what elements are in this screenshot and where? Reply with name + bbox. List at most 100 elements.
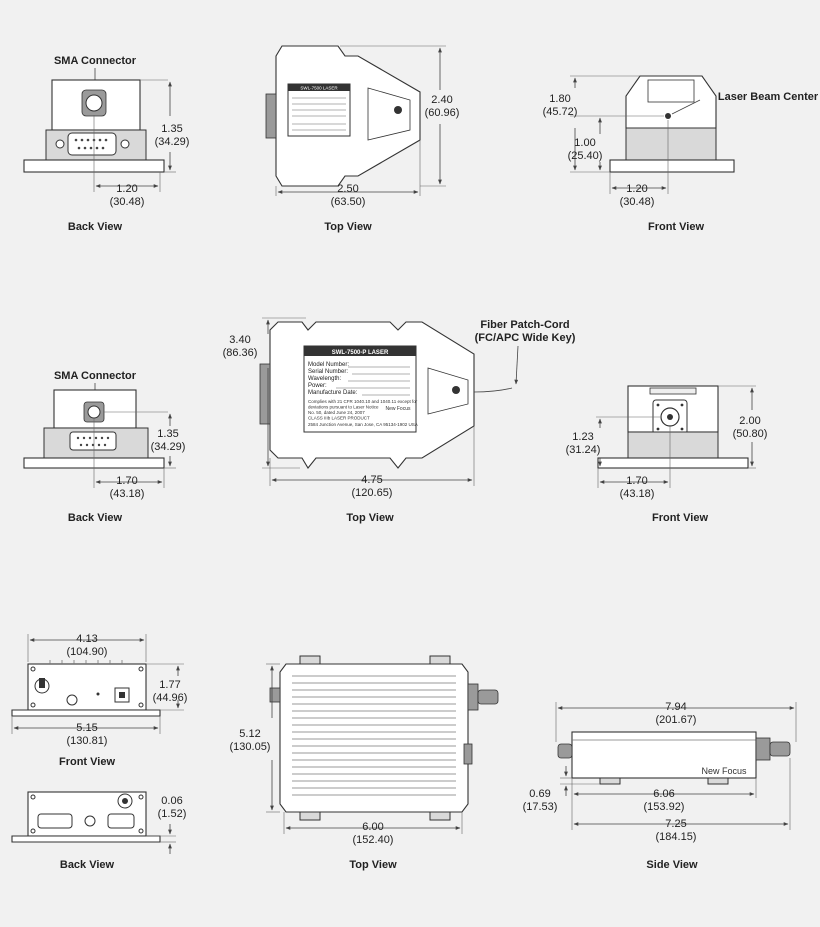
svg-text:0.06: 0.06 bbox=[161, 795, 182, 807]
top-view-1: SWL-7500 LASER 2.40 (60.96) 2.50 (63.50)… bbox=[265, 45, 459, 233]
front-view-2-caption: Front View bbox=[652, 512, 708, 524]
db25-connector-icon bbox=[37, 813, 73, 829]
front2-base-plate bbox=[597, 457, 749, 469]
svg-text:2.00: 2.00 bbox=[739, 415, 760, 427]
svg-text:(43.18): (43.18) bbox=[620, 488, 655, 500]
compliance-line: CLASS IIIb LASER PRODUCT bbox=[308, 416, 370, 421]
svg-text:(104.90): (104.90) bbox=[67, 646, 108, 658]
compliance-line: deviations pursuant to Laser Notice bbox=[308, 405, 379, 410]
side-fiber-boot bbox=[755, 737, 771, 761]
sma-connector-2-icon bbox=[87, 405, 101, 419]
front-view-1: Laser Beam Center 1.80 (45.72) 1.00 (25.… bbox=[543, 75, 819, 233]
label-field: Model Number: bbox=[308, 362, 349, 368]
top-view-2-caption: Top View bbox=[346, 512, 394, 524]
side-view-3: 7.94 (201.67) New Focus 0.69 (17.53) 6.0… bbox=[523, 701, 797, 871]
svg-text:1.77: 1.77 bbox=[159, 679, 180, 691]
svg-text:4.13: 4.13 bbox=[76, 633, 97, 645]
svg-text:(34.29): (34.29) bbox=[155, 136, 190, 148]
svg-text:7.25: 7.25 bbox=[665, 818, 686, 830]
top-view-3-outline bbox=[279, 663, 469, 813]
laser-beam-center-label: Laser Beam Center bbox=[718, 91, 819, 103]
top-view-1-caption: Top View bbox=[324, 221, 372, 233]
svg-text:(43.18): (43.18) bbox=[110, 488, 145, 500]
svg-text:5.12: 5.12 bbox=[239, 728, 260, 740]
svg-text:5.15: 5.15 bbox=[76, 722, 97, 734]
front-view-1-caption: Front View bbox=[648, 221, 704, 233]
svg-text:(130.05): (130.05) bbox=[230, 741, 271, 753]
back-view-1: SMA Connector 1.35 (34.29) 1.20 (30.48) … bbox=[23, 55, 190, 233]
svg-text:(34.29): (34.29) bbox=[151, 441, 186, 453]
back-view-2-caption: Back View bbox=[68, 512, 123, 524]
compliance-line: No. 50, dated June 24, 2007 bbox=[308, 410, 365, 415]
label-compliance: Complies with 21 CFR 1040.10 and 1040.11… bbox=[308, 399, 418, 421]
svg-text:1.70: 1.70 bbox=[626, 475, 647, 487]
svg-text:6.00: 6.00 bbox=[362, 821, 383, 833]
top-view-3-caption: Top View bbox=[349, 859, 397, 871]
db-connector-icon bbox=[67, 132, 117, 156]
svg-text:(25.40): (25.40) bbox=[568, 150, 603, 162]
front3-base bbox=[11, 709, 161, 717]
indicator-led-icon bbox=[96, 692, 100, 696]
label-address: 2584 Junction Avenue, San Jose, CA 95134… bbox=[308, 422, 418, 427]
front2-lower-body bbox=[627, 431, 719, 459]
top-view-3: 5.12 (130.05) 6.00 (152.40) Top View bbox=[230, 655, 499, 871]
label-title: SWL-7500-P LASER bbox=[332, 350, 389, 356]
back-view-3: 0.06 (1.52) Back View bbox=[11, 791, 186, 871]
aperture-label bbox=[647, 79, 695, 103]
svg-text:1.20: 1.20 bbox=[626, 183, 647, 195]
svg-text:(86.36): (86.36) bbox=[223, 347, 258, 359]
svg-text:(63.50): (63.50) bbox=[331, 196, 366, 208]
svg-text:1.35: 1.35 bbox=[161, 123, 182, 135]
label-field: Power: bbox=[308, 383, 327, 389]
bnc-connector-icon bbox=[66, 694, 78, 706]
svg-text:3.40: 3.40 bbox=[229, 334, 250, 346]
svg-text:(201.67): (201.67) bbox=[656, 714, 697, 726]
top-view-1-connector bbox=[265, 93, 277, 139]
svg-text:1.20: 1.20 bbox=[116, 183, 137, 195]
svg-text:1.80: 1.80 bbox=[549, 93, 570, 105]
svg-text:(184.15): (184.15) bbox=[656, 831, 697, 843]
svg-text:1.00: 1.00 bbox=[574, 137, 595, 149]
svg-text:2.50: 2.50 bbox=[337, 183, 358, 195]
svg-text:7.94: 7.94 bbox=[665, 701, 686, 713]
db9-connector-icon bbox=[107, 813, 135, 829]
label-fields: Model Number:Serial Number:Wavelength:Po… bbox=[308, 362, 358, 396]
laser-warning-label-2 bbox=[427, 367, 469, 415]
svg-text:SWL-7500 LASER: SWL-7500 LASER bbox=[300, 86, 338, 91]
svg-text:(50.80): (50.80) bbox=[733, 428, 768, 440]
power-jack-icon bbox=[84, 815, 96, 827]
svg-text:2.40: 2.40 bbox=[431, 94, 452, 106]
side-view-3-caption: Side View bbox=[646, 859, 698, 871]
top3-fiber-boot bbox=[467, 683, 479, 711]
label-field: Manufacture Date: bbox=[308, 390, 358, 396]
back-view-1-caption: Back View bbox=[68, 221, 123, 233]
laser-aperture-icon bbox=[394, 106, 402, 114]
top-view-2: SWL-7500-P LASER Model Number:Serial Num… bbox=[223, 317, 576, 524]
svg-text:(31.24): (31.24) bbox=[566, 444, 601, 456]
laser-warning-label-1 bbox=[367, 87, 411, 141]
svg-text:1.70: 1.70 bbox=[116, 475, 137, 487]
sma-connector-icon bbox=[85, 94, 103, 112]
db-connector-2-icon bbox=[69, 431, 117, 451]
svg-text:(45.72): (45.72) bbox=[543, 106, 578, 118]
svg-text:(120.65): (120.65) bbox=[352, 487, 393, 499]
back-view-2: SMA Connector 1.35 (34.29) 1.70 (43.18) … bbox=[23, 370, 186, 524]
laser-beam-center-icon bbox=[665, 113, 671, 119]
front-view-2: 2.00 (50.80) 1.23 (31.24) 1.70 (43.18) F… bbox=[566, 385, 768, 524]
svg-text:(153.92): (153.92) bbox=[644, 801, 685, 813]
svg-text:1.23: 1.23 bbox=[572, 431, 593, 443]
product-label-2 bbox=[303, 345, 417, 433]
fiber-label-1: Fiber Patch-Cord bbox=[480, 319, 569, 331]
svg-text:6.06: 6.06 bbox=[653, 788, 674, 800]
compliance-line: Complies with 21 CFR 1040.10 and 1040.11… bbox=[308, 399, 418, 404]
fiber-label-2: (FC/APC Wide Key) bbox=[475, 332, 576, 344]
svg-text:(30.48): (30.48) bbox=[110, 196, 145, 208]
svg-text:(30.48): (30.48) bbox=[620, 196, 655, 208]
front-base-plate bbox=[609, 159, 735, 173]
back-view-3-caption: Back View bbox=[60, 859, 115, 871]
back3-base bbox=[11, 835, 161, 843]
svg-text:0.69: 0.69 bbox=[529, 788, 550, 800]
label-brand: New Focus bbox=[385, 406, 411, 412]
key-icon bbox=[557, 743, 573, 759]
